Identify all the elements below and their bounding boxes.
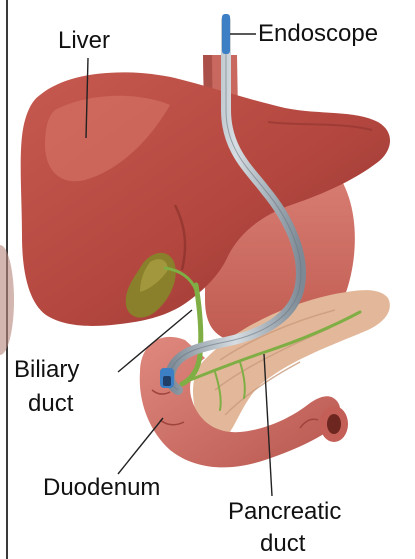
duodenum-lumen [327, 414, 341, 434]
endoscope-label: Endoscope [258, 20, 378, 48]
duodenum-label: Duodenum [43, 474, 160, 502]
pancreatic-duct-label-line1: Pancreatic [228, 498, 341, 526]
biliary-duct-label-line2: duct [28, 390, 73, 418]
endoscope-top [222, 14, 230, 54]
liver-label: Liver [58, 27, 110, 55]
biliary-duct-label-line1: Biliary [14, 356, 79, 384]
pancreatic-duct-label-line2: duct [260, 530, 305, 558]
background-shadow [0, 245, 14, 355]
endoscope-tip-cap [163, 376, 171, 386]
duodenum-leader [118, 418, 163, 474]
